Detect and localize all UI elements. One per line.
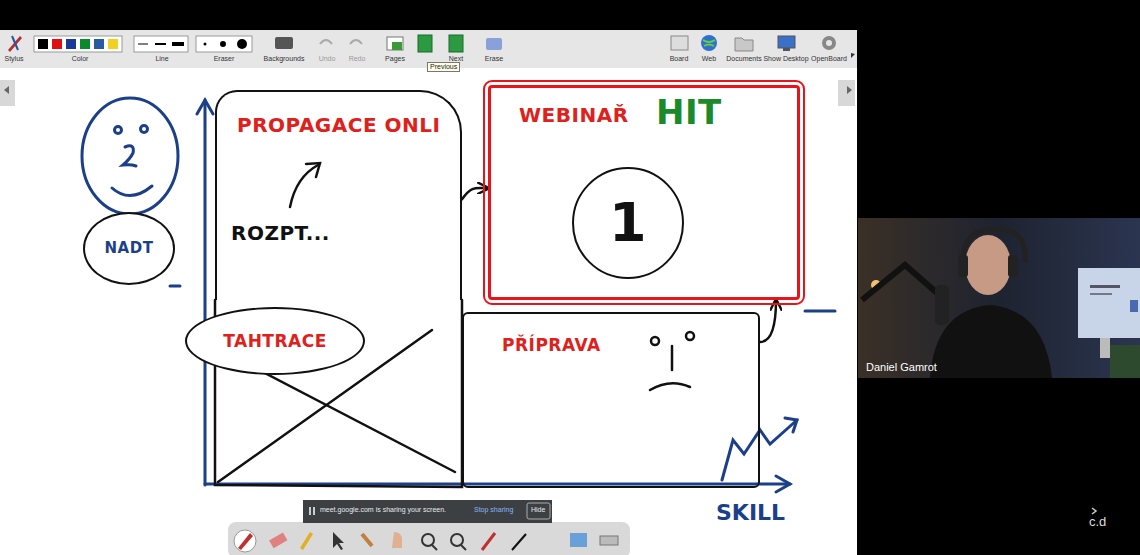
toolbar-label: Web — [702, 55, 716, 63]
toolbar-label: Undo — [319, 55, 336, 63]
number-circle: 1 — [572, 167, 684, 279]
highlight-box: WEBINAŘ HIT 1 — [488, 85, 800, 300]
ellipse-node: TAHTRACE — [185, 307, 365, 375]
share-notice: meet.google.com is sharing your screen. — [320, 506, 446, 514]
share-button: Hide — [531, 506, 545, 514]
toolbar-label: Show Desktop — [763, 55, 808, 63]
share-button: Stop sharing — [474, 506, 513, 514]
toolbar-icons — [8, 35, 855, 58]
webcam-scene — [862, 229, 1140, 378]
right-tab — [838, 80, 855, 106]
tool-palette — [228, 522, 630, 555]
webcam-frame — [858, 218, 1140, 378]
left-tab — [0, 80, 15, 106]
toolbar-label: Pages — [385, 55, 405, 63]
participant-name: Daniel Gamrot — [866, 361, 937, 374]
quadrant-box: PROPAGACE ONLI ROZPT... — [215, 90, 462, 300]
tab-arrow — [847, 86, 852, 94]
palette-icons — [234, 530, 618, 552]
sketch-arrowhead — [306, 163, 320, 177]
board-ground — [0, 68, 857, 555]
quadrant-heading: TAHTRACE — [223, 332, 327, 351]
pause-icon — [313, 507, 315, 515]
toolbar-label: Eraser — [214, 55, 235, 63]
top-bar — [0, 0, 857, 30]
toolbar-label: Documents — [726, 55, 761, 63]
tooltip: Previous — [427, 62, 460, 72]
toolbar-label: Board — [670, 55, 689, 63]
sad-face — [650, 332, 694, 390]
toolbar-label: Redo — [349, 55, 366, 63]
face-drawing — [82, 98, 178, 214]
hide-button — [527, 503, 550, 519]
axes — [170, 100, 835, 492]
callout-number: 1 — [609, 193, 647, 252]
toolbar-label: Stylus — [4, 55, 23, 63]
pause-icon — [309, 507, 311, 515]
toolbar-label: Color — [72, 55, 89, 63]
sketch-arrow — [462, 188, 488, 199]
sketch-arrow — [290, 165, 318, 207]
toolbar-label: Line — [155, 55, 168, 63]
note-text: ROZPT... — [231, 222, 330, 244]
logo-text: c.d — [1089, 515, 1106, 530]
node-text: NADT — [105, 240, 154, 257]
axis-label: SKILL — [716, 500, 785, 525]
quadrant-heading: WEBINAŘ — [519, 104, 629, 126]
highlight-word: HIT — [656, 94, 722, 131]
logo-mark — [1092, 508, 1096, 514]
sketch-arrow — [760, 300, 776, 342]
toolbar-label: OpenBoard — [811, 55, 847, 63]
quadrant-heading: PŘÍPRAVA — [502, 336, 601, 355]
toolbar-label: Erase — [485, 55, 503, 63]
toolbar-label: Backgrounds — [264, 55, 305, 63]
share-bar — [303, 500, 552, 523]
quadrant-heading: PROPAGACE ONLI — [237, 114, 440, 136]
ellipse-node: NADT — [83, 212, 175, 285]
tab-arrow — [4, 86, 9, 94]
quadrant-box: PŘÍPRAVA — [462, 312, 760, 488]
